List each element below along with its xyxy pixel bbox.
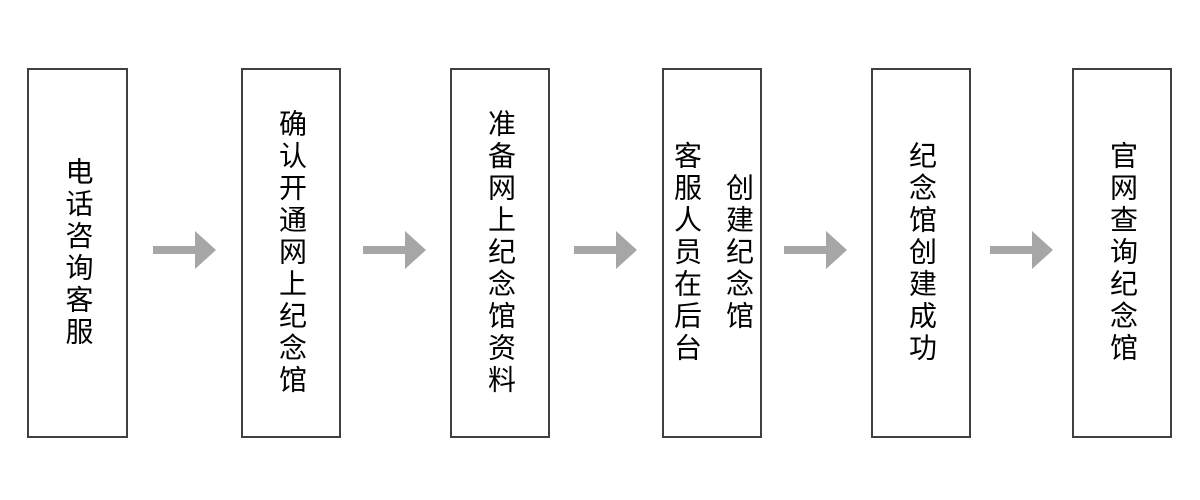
flow-step-label: 电话咨询客服 bbox=[52, 70, 104, 436]
flow-step-line: 准备网上纪念馆资料 bbox=[485, 109, 516, 397]
flow-step-label: 准备网上纪念馆资料 bbox=[474, 70, 526, 436]
flow-step-line: 纪念馆创建成功 bbox=[906, 141, 937, 365]
flow-step-query-official-site: 官网查询纪念馆 bbox=[1072, 68, 1172, 438]
arrow-right-icon bbox=[363, 231, 426, 269]
flow-step-backend-create: 客服人员在后台 创建纪念馆 bbox=[662, 68, 762, 438]
arrow-right-icon bbox=[784, 231, 847, 269]
flow-step-phone-consult: 电话咨询客服 bbox=[27, 68, 128, 438]
flow-step-label: 官网查询纪念馆 bbox=[1096, 70, 1148, 436]
flow-step-line: 创建纪念馆 bbox=[723, 173, 754, 333]
flow-step-line: 电话咨询客服 bbox=[62, 157, 94, 349]
arrow-right-icon bbox=[574, 231, 637, 269]
flow-step-line: 客服人员在后台 bbox=[671, 141, 702, 365]
arrow-right-icon bbox=[990, 231, 1053, 269]
flow-step-line: 官网查询纪念馆 bbox=[1107, 141, 1138, 365]
flow-step-line: 确认开通网上纪念馆 bbox=[276, 109, 307, 397]
flow-step-prepare-materials: 准备网上纪念馆资料 bbox=[450, 68, 550, 438]
arrow-right-icon bbox=[153, 231, 216, 269]
flow-step-label: 确认开通网上纪念馆 bbox=[265, 70, 317, 436]
flow-step-create-success: 纪念馆创建成功 bbox=[871, 68, 971, 438]
flow-step-label: 客服人员在后台 创建纪念馆 bbox=[660, 70, 764, 436]
flow-step-label: 纪念馆创建成功 bbox=[895, 70, 947, 436]
flow-step-confirm-open: 确认开通网上纪念馆 bbox=[241, 68, 341, 438]
